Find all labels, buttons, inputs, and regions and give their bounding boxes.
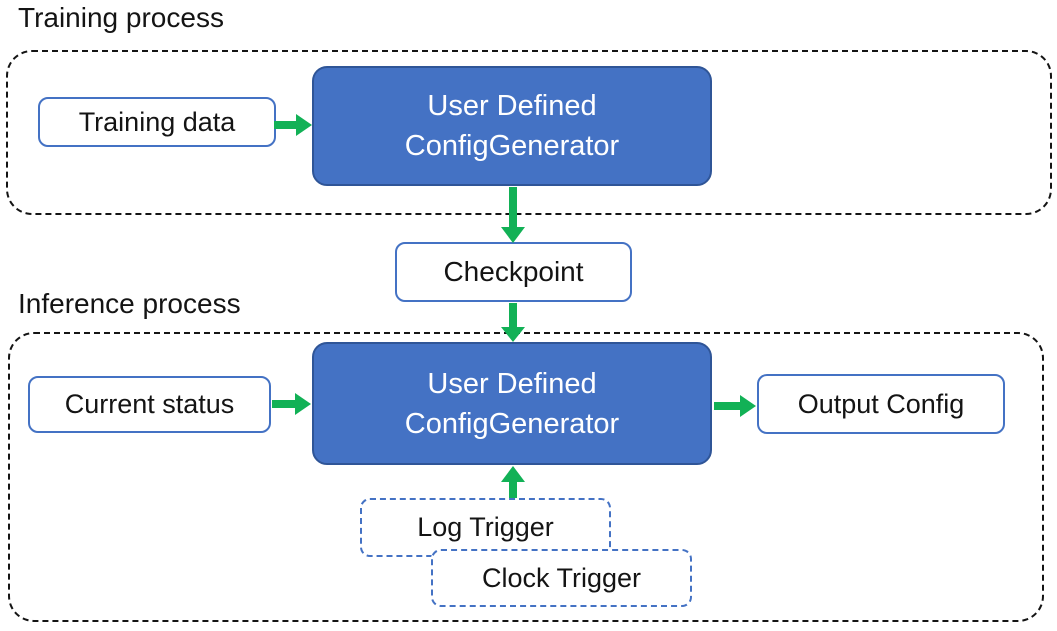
clock-trigger-box: Clock Trigger [431,549,692,607]
config-generator-inference-node: User Defined ConfigGenerator [312,342,712,465]
training-data-label: Training data [78,106,236,137]
output-config-box: Output Config [757,374,1005,434]
config-generator-inference-line2: ConfigGenerator [404,407,620,440]
current-status-label: Current status [64,389,235,419]
training-process-container [6,50,1052,215]
config-generator-training-line2: ConfigGenerator [404,130,620,162]
training-data-box: Training data [38,97,276,147]
log-trigger-label: Log Trigger [417,512,554,542]
inference-process-container [8,332,1044,622]
log-trigger-box: Log Trigger [360,498,611,557]
clock-trigger-label: Clock Trigger [481,562,642,593]
current-status-box: Current status [28,376,271,433]
inference-process-title: Inference process [18,288,241,319]
output-config-label: Output Config [797,388,965,419]
checkpoint-label: Checkpoint [443,256,584,287]
checkpoint-box: Checkpoint [395,242,632,302]
config-generator-training-node: User Defined ConfigGenerator [312,66,712,186]
config-generator-inference-line1: User Defined [427,367,597,400]
config-generator-training-line1: User Defined [427,90,597,122]
training-process-title: Training process [18,2,224,33]
